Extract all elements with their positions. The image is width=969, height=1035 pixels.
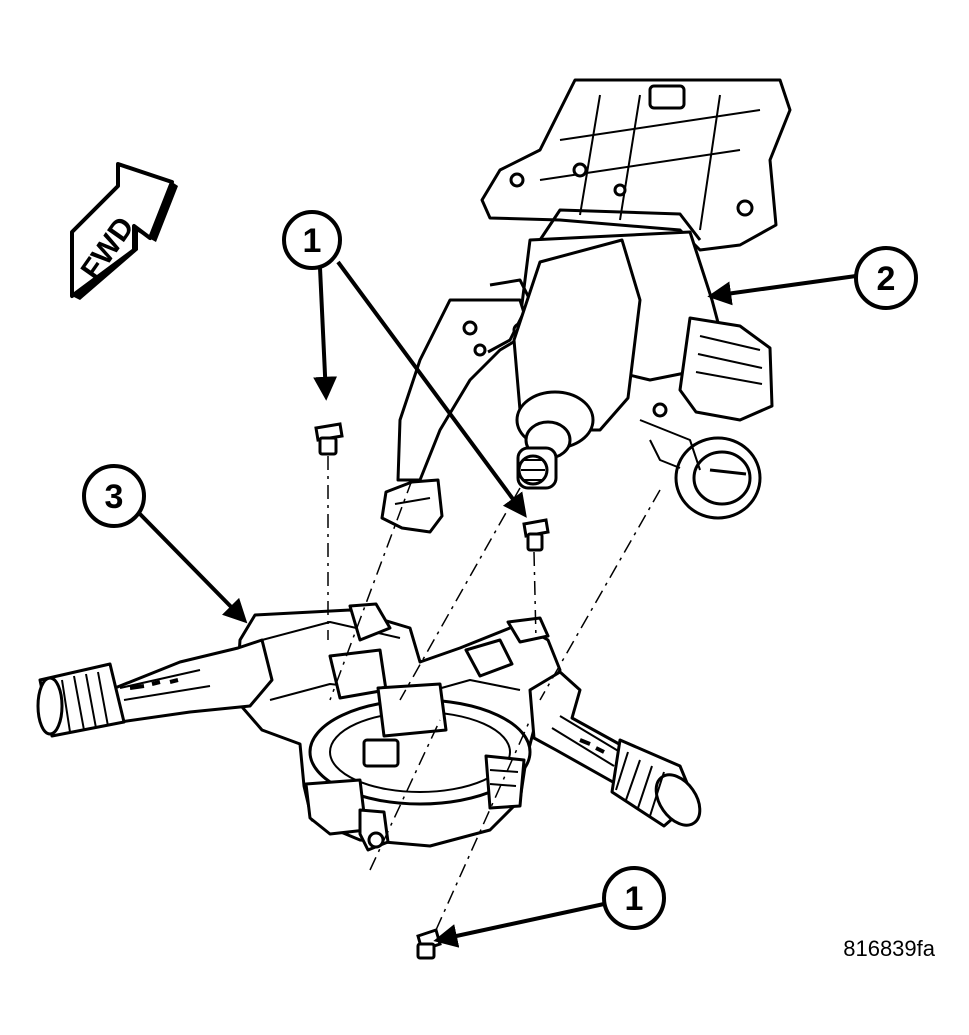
screw-upper-right-icon [522, 518, 550, 552]
alignment-lines [327, 456, 661, 931]
callout-label: 1 [625, 880, 644, 918]
figure-id: 816839fa [843, 936, 935, 961]
fwd-arrow-icon: FWD [70, 162, 178, 300]
callout-1-top: 1 [282, 210, 342, 270]
callout-label: 1 [303, 222, 322, 260]
multifunction-switch [36, 602, 702, 852]
steering-column [380, 78, 792, 534]
screw-upper-left-icon [314, 422, 344, 456]
callout-1-bottom: 1 [602, 866, 666, 930]
callout-label: 3 [105, 478, 124, 516]
callout-2: 2 [854, 246, 918, 310]
callout-3: 3 [82, 464, 146, 528]
screw-lower-icon [416, 928, 442, 960]
callout-label: 2 [877, 260, 896, 298]
leader-arrows [136, 260, 857, 948]
